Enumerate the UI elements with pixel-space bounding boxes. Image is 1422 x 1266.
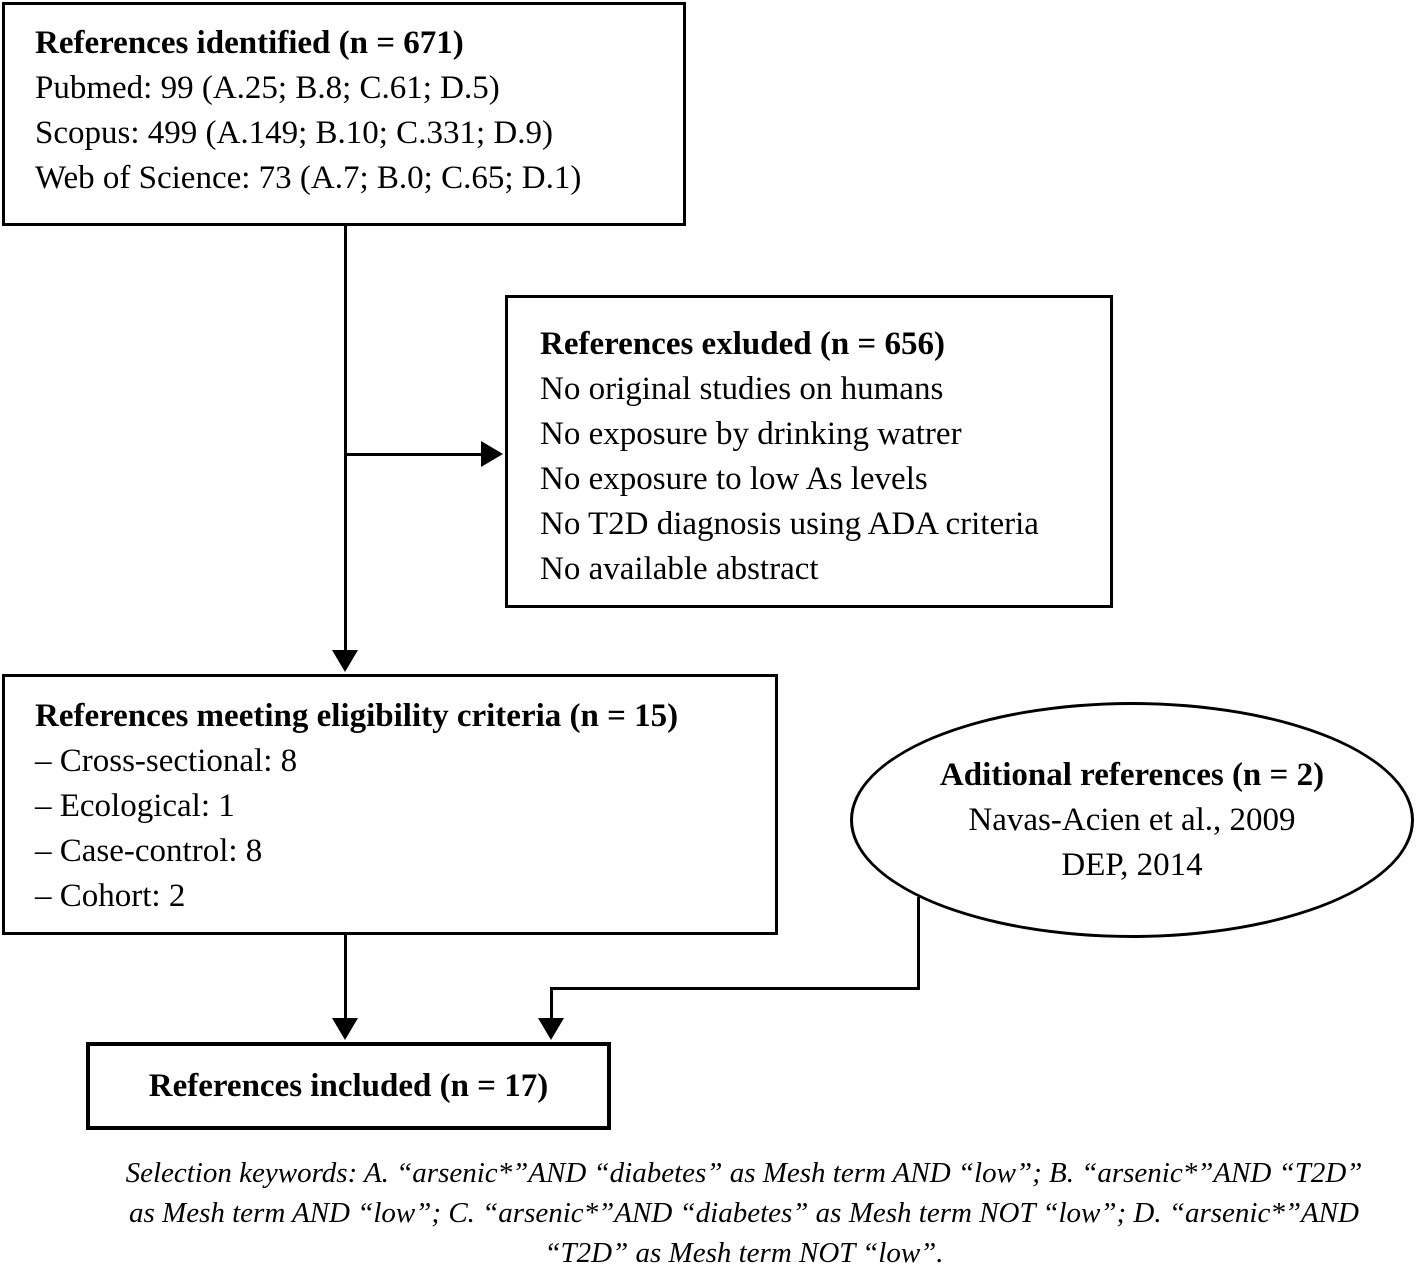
connector-additional-drop [917,897,920,989]
selection-keywords-caption: Selection keywords: A. “arsenic*”AND “di… [33,1153,1422,1266]
references-excluded-title: References exluded (n = 656) [540,326,945,362]
web-of-science-count-line: Web of Science: 73 (A.7; B.0; C.65; D.1) [35,160,582,196]
references-included-box: References included (n = 17) [86,1042,611,1130]
excluded-reason-line: No T2D diagnosis using ADA criteria [540,506,1039,542]
excluded-reason-line: No original studies on humans [540,371,944,407]
pubmed-count-line: Pubmed: 99 (A.25; B.8; C.61; D.5) [35,70,500,106]
connector-eligibility-to-included [344,935,347,1020]
study-type-line: – Cohort: 2 [35,878,186,914]
additional-references-title: Aditional references (n = 2) [939,756,1325,793]
additional-reference-line: Navas-Acien et al., 2009 [968,801,1296,838]
caption-line: Selection keywords: A. “arsenic*”AND “di… [125,1157,1363,1189]
connector-branch-to-excluded [345,453,483,456]
arrowhead-right-icon [481,441,503,467]
caption-line: as Mesh term AND “low”; C. “arsenic*”AND… [129,1197,1359,1229]
references-identified-title: References identified (n = 671) [35,25,464,61]
connector-additional-horizontal [550,987,920,990]
connector-identified-to-eligibility [344,226,347,652]
arrowhead-down-icon [538,1018,564,1040]
references-included-title: References included (n = 17) [148,1067,549,1104]
study-type-line: – Ecological: 1 [35,788,235,824]
additional-reference-line: DEP, 2014 [1061,846,1203,883]
scopus-count-line: Scopus: 499 (A.149; B.10; C.331; D.9) [35,115,553,151]
references-eligibility-title: References meeting eligibility criteria … [35,698,679,734]
references-identified-box: References identified (n = 671) Pubmed: … [2,2,686,226]
references-eligibility-box: References meeting eligibility criteria … [2,674,778,935]
excluded-reason-line: No exposure to low As levels [540,461,928,497]
arrowhead-down-icon [332,650,358,672]
references-excluded-box: References exluded (n = 656) No original… [505,295,1113,608]
study-type-line: – Cross-sectional: 8 [35,743,298,779]
arrowhead-down-icon [332,1018,358,1040]
caption-line: “T2D” as Mesh term NOT “low”. [544,1237,944,1266]
additional-references-ellipse: Aditional references (n = 2) Navas-Acien… [850,702,1414,938]
connector-additional-to-included [550,987,553,1020]
excluded-reason-line: No exposure by drinking watrer [540,416,962,452]
excluded-reason-line: No available abstract [540,551,819,587]
study-type-line: – Case-control: 8 [35,833,263,869]
